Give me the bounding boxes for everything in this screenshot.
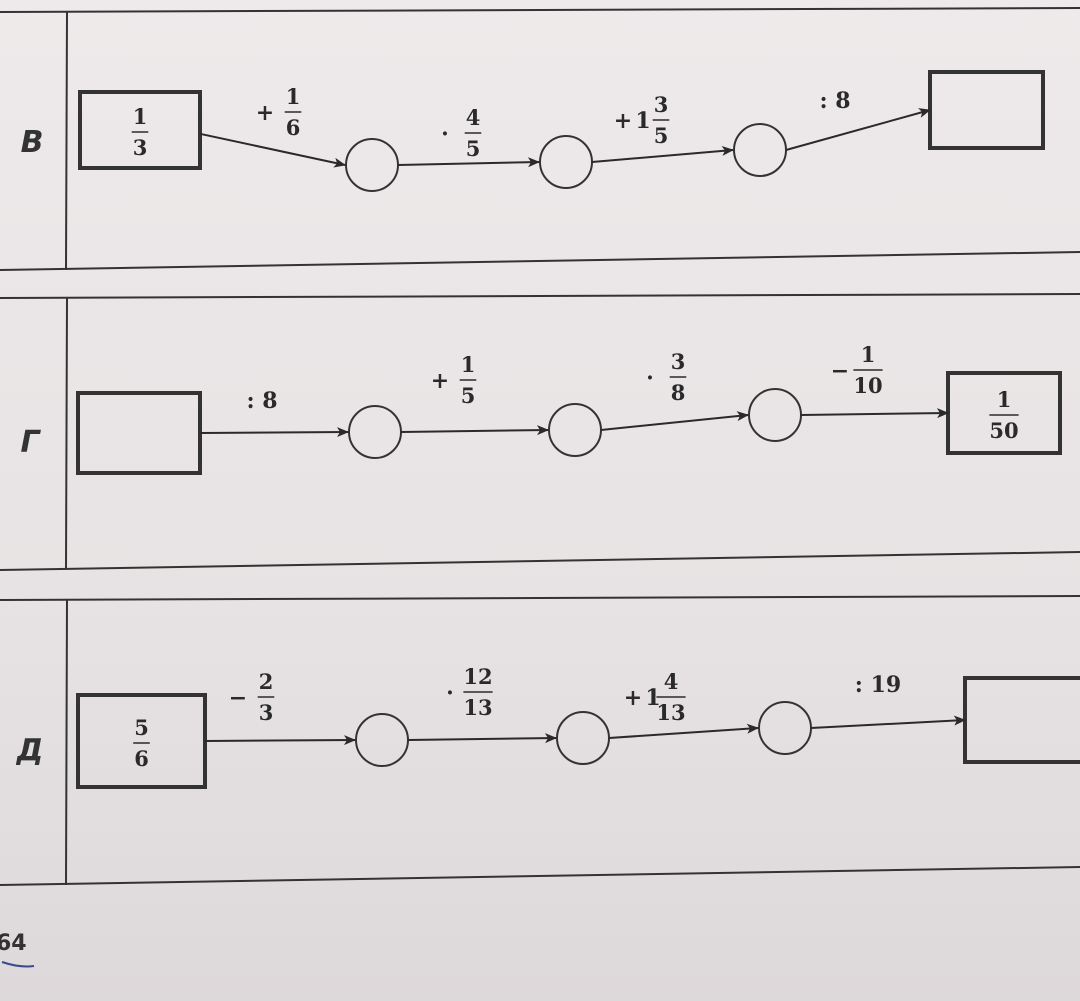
intermediate-circle[interactable]	[556, 711, 610, 765]
section-bottom-border	[0, 866, 1080, 886]
operation-label: · 4 5	[441, 105, 482, 161]
intermediate-circle[interactable]	[758, 701, 812, 755]
operation-sign: −	[229, 685, 247, 711]
operation-text: : 19	[855, 672, 901, 698]
intermediate-circle[interactable]	[355, 713, 409, 767]
arrow	[204, 735, 356, 746]
exercise-row-3: Д 5 6 −2 3 · 12 13 +14 13 : 19	[0, 595, 1080, 886]
arrow	[800, 408, 949, 419]
arrow	[608, 723, 759, 739]
label-column-divider	[65, 297, 68, 571]
row-label: Д	[16, 733, 44, 768]
operation-text: : 8	[819, 88, 850, 114]
result-box[interactable]	[928, 70, 1045, 150]
operation-fraction-numerator: 3	[671, 349, 686, 374]
end-value-denominator: 50	[989, 418, 1018, 443]
arrow	[407, 733, 557, 744]
label-column-divider	[65, 599, 68, 886]
operation-sign: +	[431, 368, 449, 394]
start-box[interactable]	[76, 391, 202, 475]
operation-text: : 8	[246, 388, 277, 414]
operation-whole: 1	[645, 685, 660, 711]
section-bottom-border	[0, 551, 1080, 571]
operation-fraction-denominator: 8	[671, 380, 686, 405]
operation-fraction-numerator: 12	[463, 664, 492, 689]
operation-fraction-denominator: 13	[463, 695, 492, 720]
start-value-denominator: 3	[133, 135, 148, 160]
operation-sign: +	[624, 685, 642, 711]
operation-fraction-numerator: 3	[654, 92, 669, 117]
intermediate-circle[interactable]	[345, 138, 399, 192]
arrow	[591, 145, 734, 163]
intermediate-circle[interactable]	[539, 135, 593, 189]
operation-fraction-numerator: 2	[259, 669, 274, 694]
operation-fraction-denominator: 13	[656, 700, 685, 725]
arrow	[397, 157, 540, 168]
operation-sign: +	[256, 100, 274, 126]
operation-label: · 12 13	[446, 664, 492, 720]
operation-fraction-denominator: 10	[853, 373, 882, 398]
operation-label: : 19	[855, 672, 901, 698]
operation-fraction-numerator: 4	[466, 105, 481, 130]
intermediate-circle[interactable]	[548, 403, 602, 457]
operation-label: +1 5	[431, 352, 477, 408]
intermediate-circle[interactable]	[348, 405, 402, 459]
operation-fraction-denominator: 3	[259, 700, 274, 725]
operation-label: +1 6	[256, 84, 302, 140]
operation-label: +14 13	[624, 669, 686, 725]
arrow	[400, 425, 549, 436]
section-top-border	[0, 595, 1080, 601]
pen-mark	[1, 961, 35, 968]
operation-label: −2 3	[229, 669, 275, 725]
arrow	[199, 427, 349, 438]
label-column-divider	[65, 11, 68, 271]
start-value-numerator: 5	[134, 715, 149, 740]
section-top-border	[0, 293, 1080, 299]
operation-fraction-numerator: 1	[286, 84, 301, 109]
arrow	[600, 411, 749, 431]
operation-sign: ·	[446, 680, 454, 706]
section-top-border	[0, 7, 1080, 13]
start-box[interactable]	[78, 90, 202, 170]
page-number: 64	[0, 931, 27, 956]
operation-fraction-numerator: 1	[461, 352, 476, 377]
section-bottom-border	[0, 251, 1080, 271]
result-box[interactable]	[963, 676, 1080, 764]
operation-label: +13 5	[614, 92, 670, 148]
operation-label: · 3 8	[646, 349, 687, 405]
arrow	[199, 132, 346, 168]
operation-sign: +	[614, 108, 632, 134]
operation-sign: −	[831, 358, 849, 384]
intermediate-circle[interactable]	[748, 388, 802, 442]
operation-sign: ·	[441, 121, 449, 147]
start-value-denominator: 6	[134, 746, 149, 771]
operation-fraction-denominator: 5	[466, 136, 481, 161]
start-box[interactable]	[76, 693, 207, 789]
operation-label: : 8	[819, 88, 850, 114]
intermediate-circle[interactable]	[733, 123, 787, 177]
exercise-row-1: В13+16·45+135: 8	[0, 7, 1080, 271]
row-label: Г	[20, 425, 41, 460]
operation-fraction-denominator: 5	[461, 383, 476, 408]
operation-sign: ·	[646, 365, 654, 391]
operation-fraction-denominator: 5	[654, 123, 669, 148]
arrow	[785, 108, 931, 151]
operation-fraction-numerator: 1	[861, 342, 876, 367]
arrow	[810, 715, 966, 729]
operation-whole: 1	[635, 108, 650, 134]
operation-fraction-numerator: 4	[664, 669, 679, 694]
row-label: В	[21, 125, 44, 160]
operation-label: −1 10	[831, 342, 883, 398]
operation-fraction-denominator: 6	[286, 115, 301, 140]
end-value-numerator: 1	[997, 387, 1012, 412]
start-value-numerator: 1	[133, 104, 148, 129]
operation-label: : 8	[246, 388, 277, 414]
